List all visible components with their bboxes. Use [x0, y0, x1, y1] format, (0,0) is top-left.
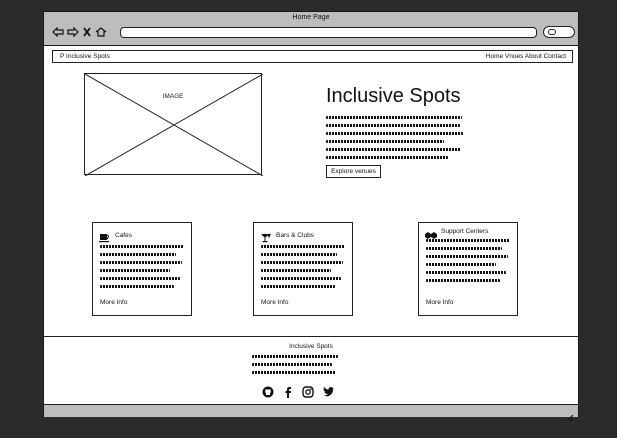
home-icon[interactable]: [95, 24, 107, 42]
cocktail-icon: [260, 230, 272, 243]
site-brand[interactable]: P Inclusive Spots: [60, 53, 110, 60]
forward-icon[interactable]: [67, 24, 79, 42]
back-icon[interactable]: [52, 24, 64, 42]
browser-nav-controls: [52, 24, 107, 42]
hero-image-placeholder: IMAGE: [84, 73, 263, 176]
card-bars-clubs: Bars & Clubs More Info: [253, 222, 353, 316]
handshake-icon: [425, 227, 437, 239]
hero-title: Inclusive Spots: [326, 85, 461, 107]
explore-venues-button[interactable]: Explore venues: [326, 165, 381, 178]
card-title: Cafes: [115, 232, 132, 239]
footer-title: Inclusive Spots: [289, 343, 333, 350]
site-navbar: P Inclusive Spots Home Vnues About Conta…: [52, 50, 573, 63]
browser-chrome: Home Page: [44, 12, 578, 46]
nav-links[interactable]: Home Vnues About Contact: [485, 53, 566, 60]
facebook-icon[interactable]: [282, 385, 294, 398]
close-icon[interactable]: [82, 24, 92, 42]
site-footer: Inclusive Spots: [44, 336, 578, 404]
card-support-centers: Support Centers More Info: [418, 222, 518, 316]
more-info-link[interactable]: More Info: [426, 299, 454, 306]
address-bar[interactable]: [120, 27, 537, 38]
social-links: [262, 385, 334, 398]
browser-window: Home Page P Inclusive Spots Home Vnues A…: [43, 11, 579, 422]
card-cafes: Cafes More Info: [92, 222, 192, 316]
resize-grip-icon[interactable]: [566, 408, 574, 422]
browser-search[interactable]: [543, 26, 575, 38]
twitter-icon[interactable]: [322, 385, 334, 397]
image-placeholder-label: IMAGE: [162, 93, 184, 100]
instagram-icon[interactable]: [302, 385, 314, 398]
search-icon: [548, 29, 556, 35]
browser-statusbar: [44, 404, 578, 422]
more-info-link[interactable]: More Info: [261, 299, 289, 306]
github-icon[interactable]: [262, 385, 274, 398]
card-title: Support Centers: [441, 228, 489, 235]
more-info-link[interactable]: More Info: [100, 299, 128, 306]
window-title: Home Page: [292, 14, 330, 21]
coffee-cup-icon: [99, 230, 111, 243]
card-title: Bars & Clubs: [276, 232, 314, 239]
